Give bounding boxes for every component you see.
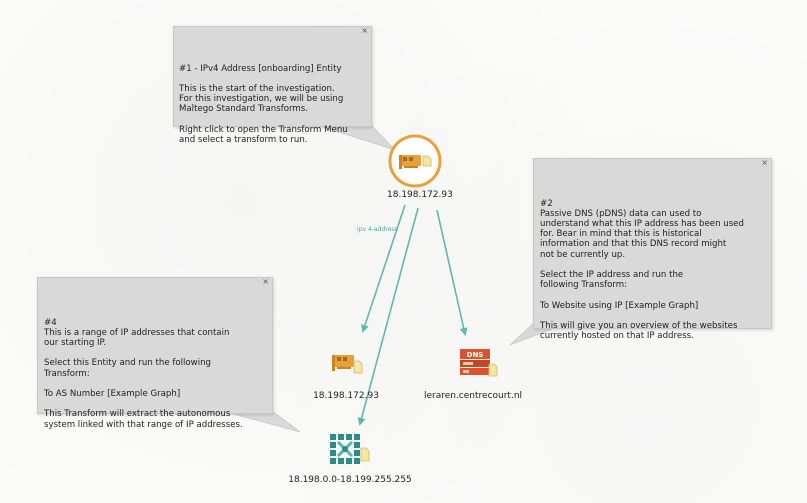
ipv4-entity-node-main[interactable] [387,133,443,189]
ipv4-entity-label-main: 18.198.172.93 [387,190,453,200]
netblock-entity-node[interactable] [328,432,372,466]
edge-ipv4-to-ipv4-child[interactable] [361,204,406,333]
ipv4-network-card-icon [332,355,363,374]
close-icon[interactable]: × [761,158,768,167]
dns-server-icon: DNS [460,349,498,377]
ipv4-network-card-icon [388,134,442,188]
note-4[interactable]: × #4 This is a range of IP addresses tha… [37,277,273,430]
dns-entity-node[interactable]: DNS [459,346,499,382]
close-icon[interactable]: × [361,26,368,35]
dns-entity-label: leraren.centrecourt.nl [423,391,523,401]
edge-ipv4-to-dns[interactable] [436,209,468,336]
note-2[interactable]: × #2 Passive DNS (pDNS) data can used to… [533,158,772,341]
note-1[interactable]: × #1 - IPv4 Address [onboarding] Entity … [173,26,372,145]
note-2-text: #2 Passive DNS (pDNS) data can used to u… [540,198,744,342]
ipv4-entity-node-child[interactable] [329,349,365,379]
note-1-text: #1 - IPv4 Address [onboarding] Entity Th… [179,63,348,146]
netblock-icon [330,434,370,464]
dns-badge-text: DNS [467,351,484,359]
edge-label: ipv 4-address [357,226,398,233]
close-icon[interactable]: × [262,277,269,286]
note-4-text: #4 This is a range of IP addresses that … [44,317,243,430]
ipv4-entity-label-child: 18.198.172.93 [313,391,379,401]
netblock-entity-label: 18.198.0.0-18.199.255.255 [288,475,412,485]
